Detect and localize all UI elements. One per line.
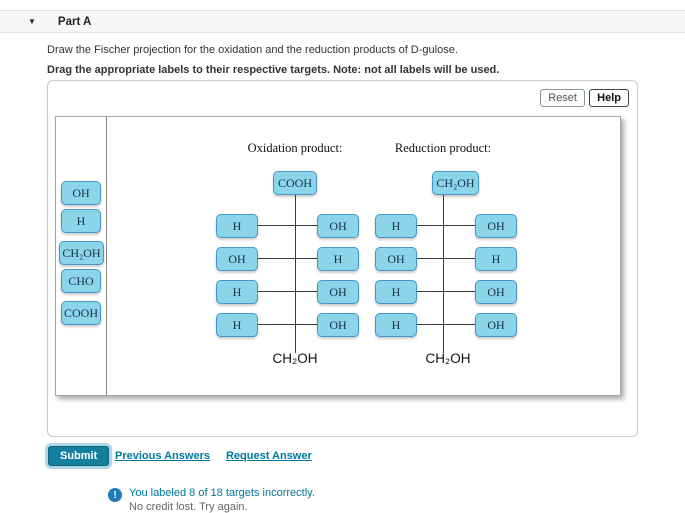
red-row1-left-target[interactable]: H [375,214,417,238]
ox-bond-row1 [258,225,317,226]
part-title: Part A [57,15,92,28]
ox-bottom-formula: CH₂OH [272,351,318,366]
feedback-message: You labeled 8 of 18 targets incorrectly. [129,487,315,499]
red-row3-right-target[interactable]: OH [475,280,517,304]
red-row4-left-target[interactable]: H [375,313,417,337]
canvas-panel: OH H CH₂OH CHO COOH Oxidation product: C… [55,116,621,396]
bank-chip-oh[interactable]: OH [61,181,101,205]
reduction-title: Reduction product: [394,141,492,155]
submit-button[interactable]: Submit [48,446,110,466]
bank-chip-h[interactable]: H [61,209,101,233]
previous-answers-link[interactable]: Previous Answers [115,450,210,462]
red-row2-right-target[interactable]: H [475,247,517,271]
red-bottom-formula: CH₂OH [425,351,471,366]
red-row3-left-target[interactable]: H [375,280,417,304]
red-row2-left-target[interactable]: OH [375,247,417,271]
help-button[interactable]: Help [589,89,629,107]
alert-icon: ! [108,488,122,502]
part-a-header[interactable]: ▼ Part A [0,10,685,33]
reset-button[interactable]: Reset [540,89,585,107]
activity-box: Reset Help OH H CH₂OH CHO COOH Oxidation… [47,80,638,513]
red-top-target[interactable]: CH₂OH [432,171,479,195]
red-bond-row1 [417,225,475,226]
bank-chip-cooh[interactable]: COOH [61,301,101,325]
drag-instruction: Drag the appropriate labels to their res… [47,64,500,76]
request-answer-link[interactable]: Request Answer [225,450,312,462]
red-row1-right-target[interactable]: OH [475,214,517,238]
reduction-structure: Reduction product: CH₂OH H OH OH H H OH … [368,141,558,396]
footer-links: Previous Answers Request Answer [115,450,312,462]
ox-vertical-bond [295,195,296,353]
feedback-note: No credit lost. Try again. [129,501,248,513]
bank-chip-ch2oh[interactable]: CH₂OH [59,241,104,265]
red-row4-right-target[interactable]: OH [475,313,517,337]
ox-row3-left-target[interactable]: H [216,280,258,304]
bank-chip-cho[interactable]: CHO [61,269,101,293]
ox-bond-row4 [258,324,317,325]
ox-bond-row2 [258,258,317,259]
ox-row4-left-target[interactable]: H [216,313,258,337]
red-bond-row4 [417,324,475,325]
ox-row3-right-target[interactable]: OH [317,280,359,304]
oxidation-structure: Oxidation product: COOH H OH OH H H OH H… [206,141,396,396]
collapse-triangle-icon[interactable]: ▼ [28,17,36,26]
ox-row4-right-target[interactable]: OH [317,313,359,337]
problem-statement: Draw the Fischer projection for the oxid… [47,44,458,56]
ox-bond-row3 [258,291,317,292]
ox-row2-right-target[interactable]: H [317,247,359,271]
ox-row1-left-target[interactable]: H [216,214,258,238]
ox-row2-left-target[interactable]: OH [216,247,258,271]
red-bond-row3 [417,291,475,292]
label-bank-divider [106,117,107,395]
ox-row1-right-target[interactable]: OH [317,214,359,238]
oxidation-title: Oxidation product: [247,141,343,155]
red-bond-row2 [417,258,475,259]
ox-top-target[interactable]: COOH [273,171,317,195]
red-vertical-bond [443,195,444,353]
